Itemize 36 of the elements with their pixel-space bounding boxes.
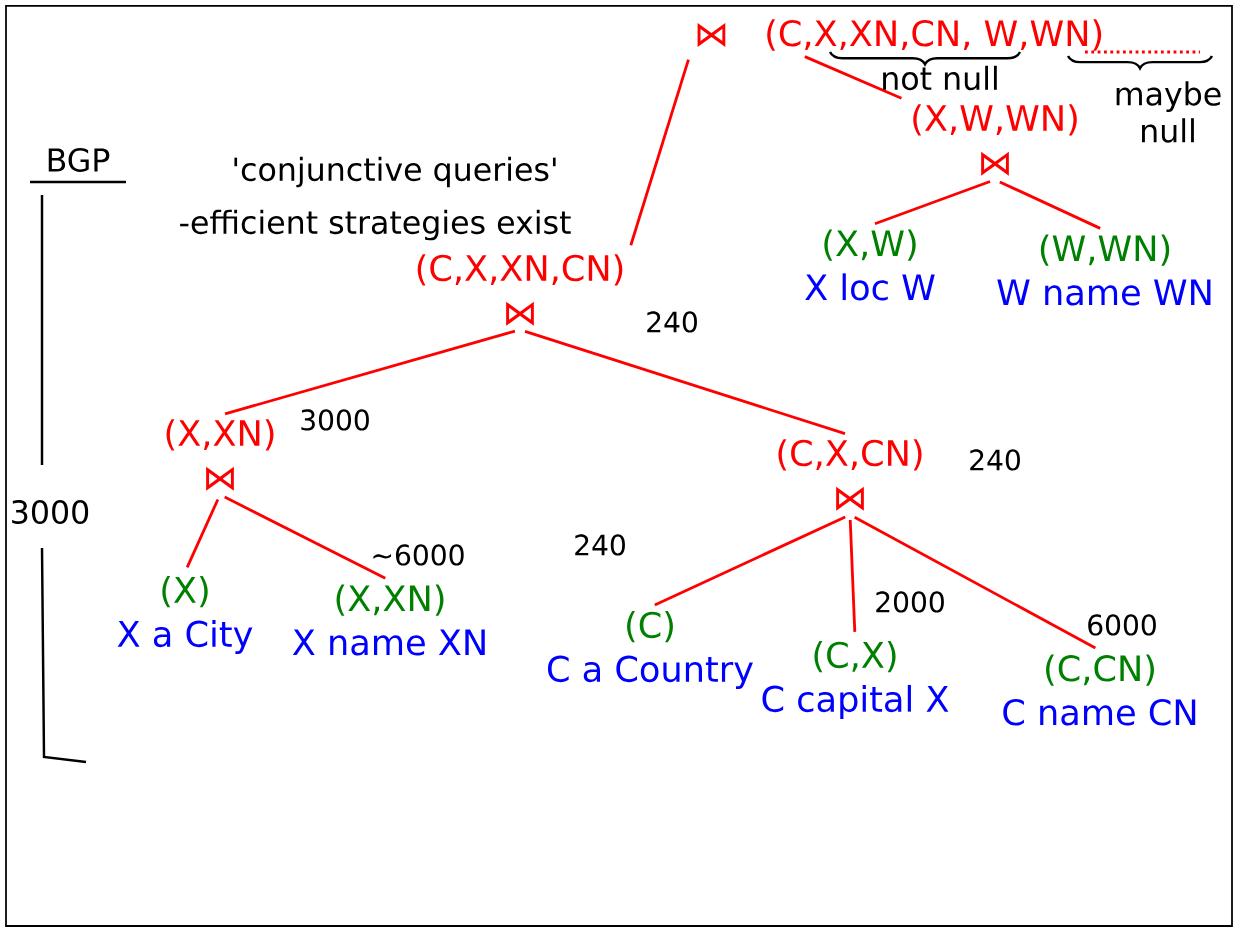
triple-pattern-label: (X,XN) X name XN xyxy=(292,584,485,656)
triple-pattern-label: (X) X a City xyxy=(117,576,253,654)
label-text: 'conjunctive queries' xyxy=(234,156,556,188)
triple-pattern-label: (W,WN) W name WN xyxy=(997,234,1211,306)
triple-pattern-label: (X,W) X loc W xyxy=(805,229,935,301)
tree-edge xyxy=(654,515,846,607)
tree-edge xyxy=(629,59,690,246)
tree-edge xyxy=(999,180,1101,230)
tree-edge xyxy=(848,519,857,632)
tree-edge xyxy=(804,55,903,100)
annotation-text: not null xyxy=(883,65,997,91)
tree-edge xyxy=(185,498,220,568)
cardinality-label: 240 xyxy=(970,449,1020,471)
tree-edge xyxy=(874,180,991,226)
cardinality-label: 2000 xyxy=(876,591,944,613)
triple-pattern-label: (C) C a Country xyxy=(547,611,753,689)
tree-edge xyxy=(524,329,846,436)
cardinality-label: 240 xyxy=(647,311,697,333)
tree-edge xyxy=(224,495,386,580)
tree-edge xyxy=(224,329,516,416)
label-text: 3000 xyxy=(12,500,89,524)
cardinality-label: 6000 xyxy=(1088,614,1156,636)
join-operator-label: (C,X,CN) ⋈ xyxy=(778,439,922,511)
join-operator-label: (X,W,WN) ⋈ xyxy=(913,104,1077,176)
cardinality-label: 3000 xyxy=(301,409,369,431)
join-operator-label: (X,XN) ⋈ xyxy=(166,419,274,491)
cardinality-label: 240 xyxy=(575,534,625,556)
label-text: -efficient strategies exist xyxy=(180,209,571,241)
join-operator-label: (C,X,XN,CN) ⋈ xyxy=(417,254,623,326)
label-text: BGP xyxy=(48,148,110,172)
join-operator-label: ⋈ (C,X,XN,CN, W,WN) xyxy=(697,19,1102,51)
annotation-text: maybe null xyxy=(1116,81,1221,143)
cardinality-label: ~6000 xyxy=(373,544,464,566)
triple-pattern-label: (C,CN) C name CN xyxy=(1003,654,1196,726)
tree-edge xyxy=(853,515,1097,650)
triple-pattern-label: (C,X) C capital X xyxy=(762,641,949,719)
